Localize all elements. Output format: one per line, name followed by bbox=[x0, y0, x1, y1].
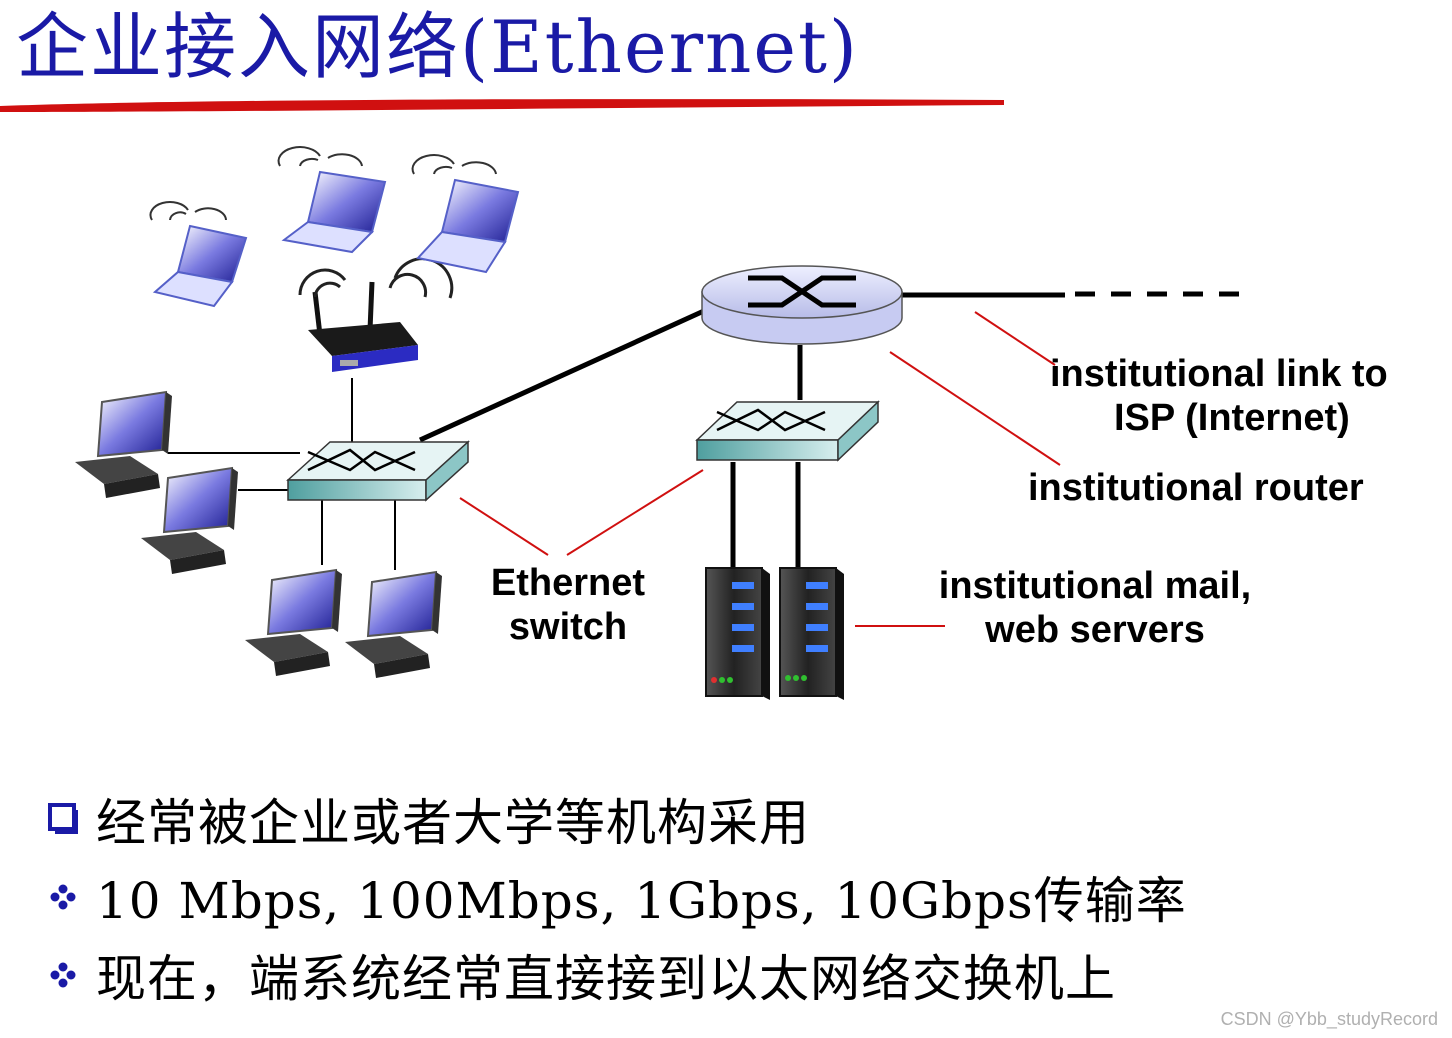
desktop-computer-icon bbox=[141, 466, 238, 574]
bullet-item: 10 Mbps, 100Mbps, 1Gbps, 10Gbps传输率 bbox=[30, 858, 1187, 936]
bullet-text: 现在，端系统经常直接接到以太网络交换机上 bbox=[96, 950, 1116, 1008]
desktop-computer-icon bbox=[75, 390, 172, 498]
desktop-computer-icon bbox=[245, 568, 342, 676]
server-icon bbox=[705, 567, 770, 700]
bullet-list: 经常被企业或者大学等机构采用 10 Mbps, 100Mbps, 1Gbps, … bbox=[30, 780, 1187, 1014]
network-links bbox=[168, 291, 1240, 570]
bullet-text: 经常被企业或者大学等机构采用 bbox=[96, 794, 810, 852]
diamond-dots-bullet-icon bbox=[30, 882, 96, 912]
servers-label-line2: web servers bbox=[985, 609, 1205, 651]
square-bullet-icon bbox=[30, 802, 96, 836]
router-label: institutional router bbox=[1028, 467, 1364, 509]
laptop-icon bbox=[149, 201, 248, 308]
servers-label: institutional mail, web servers bbox=[910, 564, 1280, 652]
bullet-item: 现在，端系统经常直接接到以太网络交换机上 bbox=[30, 936, 1187, 1014]
bullet-text: 10 Mbps, 100Mbps, 1Gbps, 10Gbps传输率 bbox=[96, 872, 1187, 930]
isp-link-label: institutional link to ISP (Internet) bbox=[1050, 352, 1388, 440]
laptop-icon bbox=[277, 146, 387, 254]
bullet-item: 经常被企业或者大学等机构采用 bbox=[30, 780, 1187, 858]
switch-label: Ethernet switch bbox=[478, 561, 658, 649]
desktop-computer-icon bbox=[345, 570, 442, 678]
network-diagram bbox=[75, 146, 1240, 700]
router-icon bbox=[701, 265, 903, 345]
ethernet-switch-icon bbox=[695, 400, 880, 462]
ethernet-switch-icon bbox=[286, 440, 470, 502]
switch-label-line2: switch bbox=[508, 606, 628, 648]
watermark: CSDN @Ybb_studyRecord bbox=[1220, 1009, 1438, 1029]
diamond-dots-bullet-icon bbox=[30, 960, 96, 990]
switch-label-line1: Ethernet bbox=[490, 562, 646, 604]
server-icon bbox=[779, 567, 844, 700]
page-title: 企业接入网络(Ethernet) bbox=[16, 5, 859, 89]
title-underline bbox=[0, 99, 1004, 112]
wireless-router-icon bbox=[298, 257, 454, 372]
isp-link-label-line2: ISP (Internet) bbox=[1114, 397, 1350, 439]
callout-lines bbox=[459, 311, 1061, 627]
isp-link-label-line1: institutional link to bbox=[1050, 353, 1388, 395]
laptop-icon bbox=[411, 154, 520, 274]
servers-label-line1: institutional mail, bbox=[938, 565, 1252, 607]
